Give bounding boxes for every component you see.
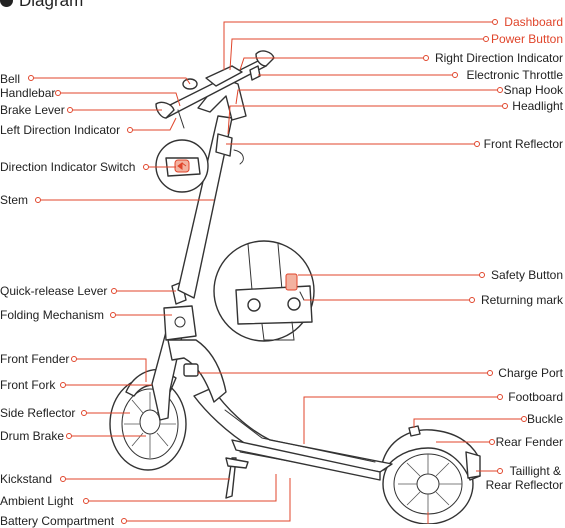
label-electronic-throttle: Electronic Throttle (467, 68, 564, 82)
label-side-reflector: Side Reflector (0, 406, 75, 420)
label-bell: Bell (0, 72, 20, 86)
label-stem: Stem (0, 193, 28, 207)
label-brake-lever: Brake Lever (0, 103, 65, 117)
label-front-reflector: Front Reflector (484, 137, 563, 151)
taillight-shape (466, 452, 480, 478)
front-wheel (110, 378, 186, 470)
label-battery-compartment: Battery Compartment (0, 514, 114, 528)
label-left-direction-indicator: Left Direction Indicator (0, 123, 120, 137)
label-front-fender: Front Fender (0, 352, 69, 366)
label-direction-indicator-switch: Direction Indicator Switch (0, 160, 135, 174)
label-ambient-light: Ambient Light (0, 494, 73, 508)
label-safety-button: Safety Button (491, 268, 563, 282)
label-right-direction-indicator: Right Direction Indicator (435, 51, 563, 65)
label-folding-mechanism: Folding Mechanism (0, 308, 104, 322)
label-dashboard: Dashboard (504, 15, 563, 29)
label-buckle: Buckle (527, 412, 563, 426)
label-headlight: Headlight (512, 99, 563, 113)
label-quick-release-lever: Quick-release Lever (0, 284, 107, 298)
label-returning-mark: Returning mark (481, 293, 563, 307)
label-charge-port: Charge Port (498, 366, 563, 380)
label-taillight: Taillight & (510, 464, 561, 478)
folding-mechanism-shape (164, 306, 196, 340)
scooter-drawing (110, 51, 480, 524)
label-power-button: Power Button (491, 32, 563, 46)
label-rear-fender: Rear Fender (496, 435, 563, 449)
charge-port-shape (184, 364, 198, 376)
label-handlebar: Handlebar (0, 86, 55, 100)
label-snap-hook: Snap Hook (504, 83, 563, 97)
label-footboard: Footboard (508, 390, 563, 404)
label-kickstand: Kickstand (0, 472, 52, 486)
label-rear-reflector: Rear Reflector (486, 478, 563, 492)
label-front-fork: Front Fork (0, 378, 55, 392)
label-drum-brake: Drum Brake (0, 429, 64, 443)
